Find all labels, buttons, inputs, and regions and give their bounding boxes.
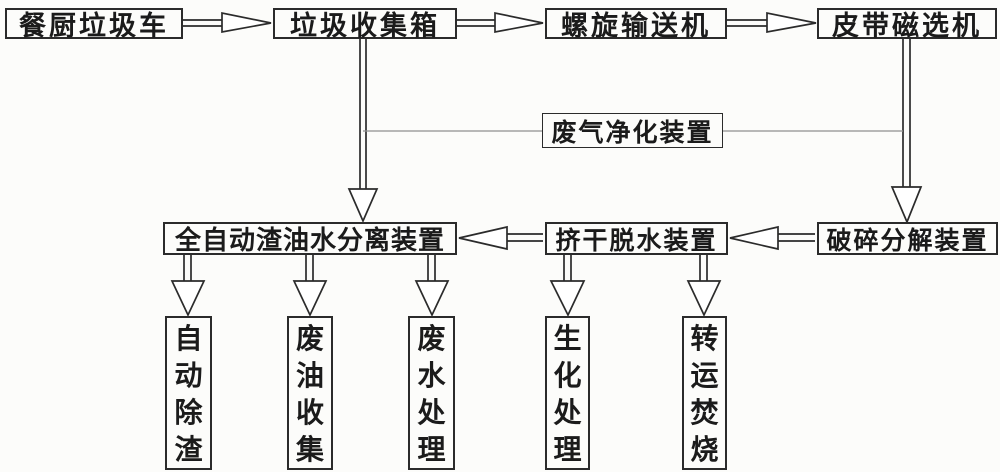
arrow-truck-to-collection — [183, 11, 272, 34]
node-waste-oil-collection: 废油收集 — [287, 316, 333, 470]
arrow-to-incineration — [686, 255, 722, 317]
arrow-to-oil-collection — [292, 255, 328, 317]
node-auto-slag-oil-water-separation-device: 全自动渣油水分离装置 — [163, 222, 457, 255]
arrow-to-slag-removal — [170, 255, 206, 317]
node-transfer-incineration: 转运焚烧 — [682, 316, 727, 470]
arrow-to-biochemical — [549, 255, 586, 317]
arrow-conveyor-to-separator — [727, 11, 817, 34]
node-waste-water-treatment: 废水处理 — [408, 316, 455, 470]
arrow-collection-down — [347, 39, 379, 224]
node-crushing-decomposition-device: 破碎分解装置 — [817, 222, 998, 255]
node-belt-magnetic-separator: 皮带磁选机 — [817, 8, 997, 41]
node-garbage-collection-box: 垃圾收集箱 — [273, 8, 457, 41]
arrow-crushing-to-squeeze — [729, 225, 815, 251]
arrow-to-water-treatment — [414, 255, 450, 317]
arrow-magnetic-down — [890, 39, 923, 225]
node-screw-conveyor: 螺旋输送机 — [545, 8, 727, 41]
node-squeeze-dewatering-device: 挤干脱水装置 — [545, 222, 728, 255]
node-biochemical-treatment: 生化处理 — [545, 316, 590, 470]
node-auto-slag-removal: 自动除渣 — [165, 316, 212, 470]
node-waste-gas-purification-device: 废气净化装置 — [542, 113, 723, 148]
arrow-squeeze-to-separator — [458, 225, 543, 251]
arrow-collection-to-conveyor — [457, 11, 544, 34]
node-kitchen-waste-truck: 餐厨垃圾车 — [5, 8, 183, 41]
